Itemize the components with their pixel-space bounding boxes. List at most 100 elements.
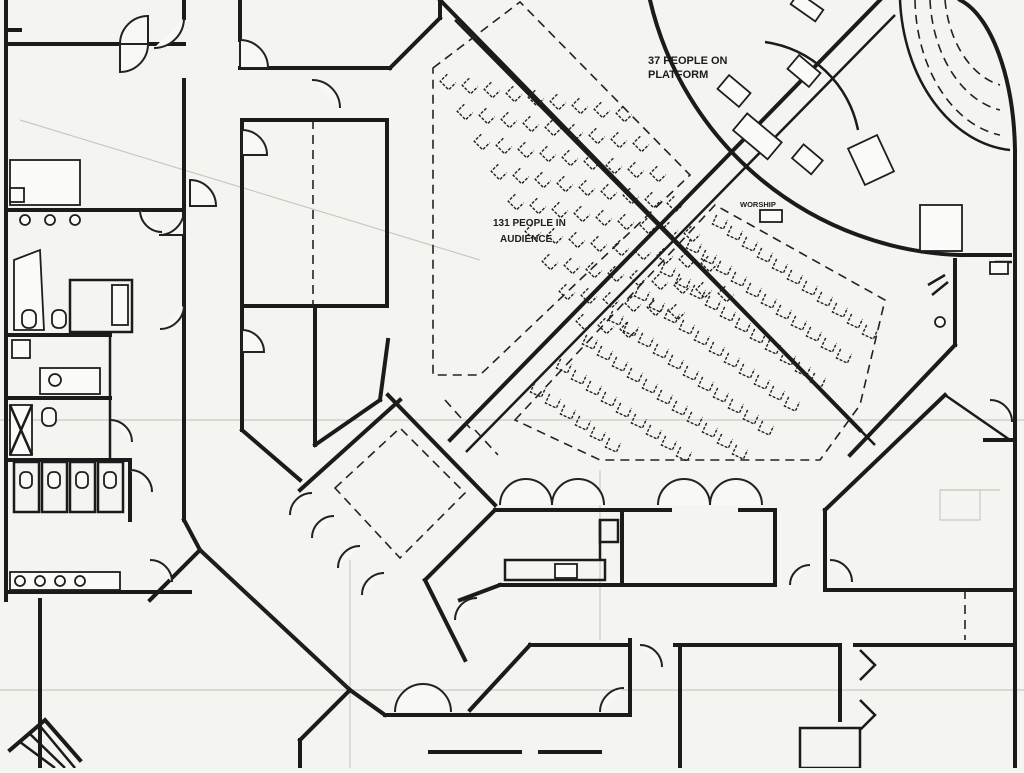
chair-icon <box>749 328 767 344</box>
platform-equipment <box>716 73 752 109</box>
chair-icon <box>764 339 782 355</box>
left-wing-doors <box>109 14 185 583</box>
chair-icon <box>668 303 686 321</box>
chair-icon <box>715 260 733 276</box>
chair-icon <box>820 337 838 353</box>
sink-icon <box>54 575 66 587</box>
restroom-fixtures <box>8 159 134 591</box>
chair-icon <box>632 135 650 153</box>
chair-icon <box>719 306 737 322</box>
platform-steps <box>731 112 783 161</box>
stall-partition <box>13 248 45 331</box>
chair-icon <box>734 317 752 333</box>
chair-icon <box>695 281 713 299</box>
door-swing-15 <box>394 683 452 713</box>
chair-icon <box>529 382 547 398</box>
chair-icon <box>622 321 640 337</box>
worship-center-icon <box>759 209 783 223</box>
toilet-icon <box>48 373 62 387</box>
chair-icon <box>641 378 659 394</box>
chair-icon <box>779 350 797 366</box>
chair-icon <box>727 398 745 414</box>
choir-edge <box>898 0 1011 152</box>
equipment-box <box>919 204 963 252</box>
chair-icon <box>686 411 704 427</box>
platform-edge <box>647 0 963 258</box>
sink-icon <box>44 214 56 226</box>
chair-icon <box>816 291 834 307</box>
platform-equipment <box>786 53 822 89</box>
chair-icon <box>667 354 685 370</box>
chair-icon <box>675 446 693 462</box>
chair-icon <box>659 262 677 278</box>
urinal-icon <box>111 284 129 326</box>
door-swing-5 <box>139 209 163 233</box>
chair-icon <box>753 374 771 390</box>
entry-doors <box>289 478 763 596</box>
chair-icon <box>574 415 592 431</box>
pulpit-arc <box>764 40 860 131</box>
audience-seats-right <box>529 214 879 462</box>
chair-icon <box>651 273 669 291</box>
door-swing-19 <box>829 559 853 583</box>
chair-icon <box>529 197 547 215</box>
chair-icon <box>809 372 827 388</box>
chair-icon <box>578 179 596 197</box>
platform-equipment <box>790 143 825 176</box>
chair-icon <box>522 115 540 133</box>
sink-icon <box>19 214 31 226</box>
chair-icon <box>561 149 579 167</box>
chair-icon <box>495 137 513 155</box>
chair-icon <box>790 315 808 331</box>
chair-icon <box>831 302 849 318</box>
chair-icon <box>500 111 518 129</box>
chair-icon <box>456 103 474 121</box>
chair-icon <box>544 393 562 409</box>
chair-icon <box>573 205 591 223</box>
chair-icon <box>649 165 667 183</box>
chair-icon <box>549 93 567 111</box>
chair-icon <box>663 308 681 324</box>
chair-icon <box>656 389 674 405</box>
chair-icon <box>597 317 615 335</box>
chair-icon <box>786 269 804 285</box>
chair-icon <box>461 77 479 95</box>
door-swing-11 <box>241 128 269 156</box>
stall-row <box>12 460 125 514</box>
kitchen-counter <box>503 558 607 582</box>
chair-icon <box>568 231 586 249</box>
chair-icon <box>652 343 670 359</box>
chair-icon <box>708 341 726 357</box>
chair-icon <box>555 358 573 374</box>
chair-icon <box>483 81 501 99</box>
door-swing-16 <box>599 687 625 713</box>
chair-icon <box>563 257 581 275</box>
door-swing-4 <box>158 209 185 236</box>
chair-icon <box>861 324 879 340</box>
chair-icon <box>730 271 748 287</box>
seating-block-left <box>432 0 692 376</box>
sink-icon <box>74 575 86 587</box>
chair-icon <box>756 247 774 263</box>
chair-icon <box>534 171 552 189</box>
audience-capacity-label-line2: AUDIENCE <box>500 234 553 245</box>
column-icon <box>934 316 946 328</box>
chair-icon <box>600 183 618 201</box>
chair-icon <box>596 345 614 361</box>
stair <box>7 717 83 770</box>
door-swing-21 <box>989 399 1013 423</box>
audience-capacity-label-line1: 131 PEOPLE IN <box>493 218 566 229</box>
door-swing-13 <box>311 79 341 109</box>
sink-icon <box>34 575 46 587</box>
toilet-icon <box>19 471 33 489</box>
chair-icon <box>507 193 525 211</box>
platform-capacity-label-line2: PLATFORM <box>648 69 708 81</box>
chair-icon <box>757 420 775 436</box>
chair-icon <box>674 273 692 289</box>
chair-icon <box>551 201 569 219</box>
door-swing-12 <box>241 328 266 353</box>
sink-icon <box>69 214 81 226</box>
chair-icon <box>775 304 793 320</box>
double-door-mark <box>859 649 877 681</box>
sink-icon <box>11 339 31 359</box>
